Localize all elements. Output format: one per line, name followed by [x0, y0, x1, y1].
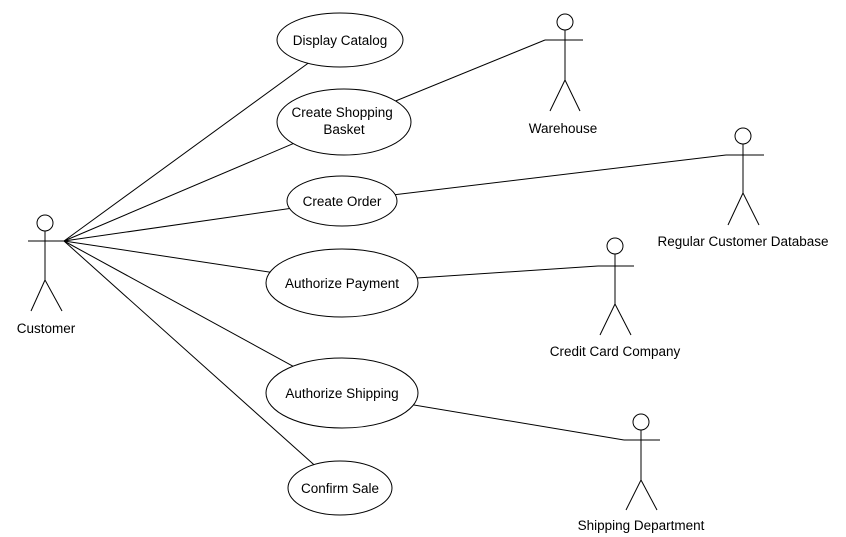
- stick-figure-icon: [598, 237, 634, 336]
- association-line: [63, 39, 341, 242]
- use-case-create-shopping-basket[interactable]: Create Shopping Basket: [276, 88, 412, 156]
- use-case-ellipse: [276, 12, 404, 68]
- actor-label: Shipping Department: [578, 518, 705, 533]
- stick-figure-icon: [28, 214, 64, 312]
- use-case-label: Create Shopping Basket: [291, 105, 396, 137]
- actor-shipping-department[interactable]: Shipping Department: [578, 413, 705, 533]
- stick-figure-icon: [545, 13, 583, 112]
- actor-regular-customer-database[interactable]: Regular Customer Database: [657, 127, 829, 249]
- use-case-label: Authorize Payment: [285, 276, 399, 291]
- use-case-authorize-shipping[interactable]: Authorize Shipping: [265, 357, 419, 429]
- use-case-ellipse: [265, 357, 419, 429]
- use-case-label: Create Order: [303, 194, 382, 209]
- actor-label: Customer: [17, 321, 76, 336]
- use-case-confirm-sale[interactable]: Confirm Sale: [287, 460, 393, 516]
- use-case-display-catalog[interactable]: Display Catalog: [276, 12, 404, 68]
- actor-label: Warehouse: [529, 121, 598, 136]
- use-case-label: Confirm Sale: [301, 481, 379, 496]
- stick-figure-icon: [726, 127, 764, 226]
- use-case-ellipse: [276, 88, 412, 156]
- use-case-label: Authorize Shipping: [285, 386, 398, 401]
- use-case-authorize-payment[interactable]: Authorize Payment: [265, 248, 419, 318]
- association-line: [63, 240, 341, 489]
- stick-figure-icon: [624, 413, 660, 511]
- actor-customer[interactable]: Customer: [17, 214, 76, 336]
- use-case-ellipse: [287, 460, 393, 516]
- actor-label: Regular Customer Database: [657, 234, 828, 249]
- actor-label: Credit Card Company: [550, 344, 681, 359]
- actor-credit-card-company[interactable]: Credit Card Company: [550, 237, 681, 359]
- use-case-create-order[interactable]: Create Order: [286, 175, 398, 227]
- association-line: [341, 154, 727, 202]
- use-case-ellipse: [286, 175, 398, 227]
- actor-warehouse[interactable]: Warehouse: [529, 13, 598, 136]
- use-case-ellipse: [265, 248, 419, 318]
- use-case-label: Display Catalog: [293, 33, 388, 48]
